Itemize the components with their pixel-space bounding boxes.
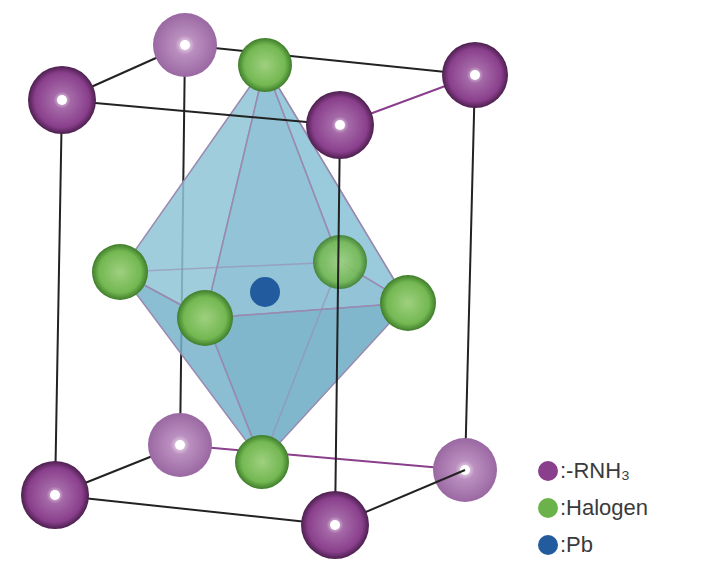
halogen-atoms — [92, 38, 436, 489]
legend-row: :Halogen — [538, 497, 648, 519]
legend-text: :Halogen — [560, 497, 648, 519]
front-corner-cations — [21, 42, 508, 559]
unit-cell-back-edges — [55, 45, 475, 495]
octahedron — [120, 65, 408, 462]
unit-cell-front-edges — [55, 75, 475, 525]
legend-text: :Pb — [560, 534, 593, 556]
legend-row: :Pb — [538, 534, 593, 556]
legend-swatch — [538, 498, 558, 518]
legend-row: :-RNH₃ — [538, 460, 630, 482]
legend-swatch — [538, 461, 558, 481]
legend-text: :-RNH₃ — [560, 460, 630, 482]
lead-atom — [250, 277, 280, 307]
legend-swatch — [538, 535, 558, 555]
